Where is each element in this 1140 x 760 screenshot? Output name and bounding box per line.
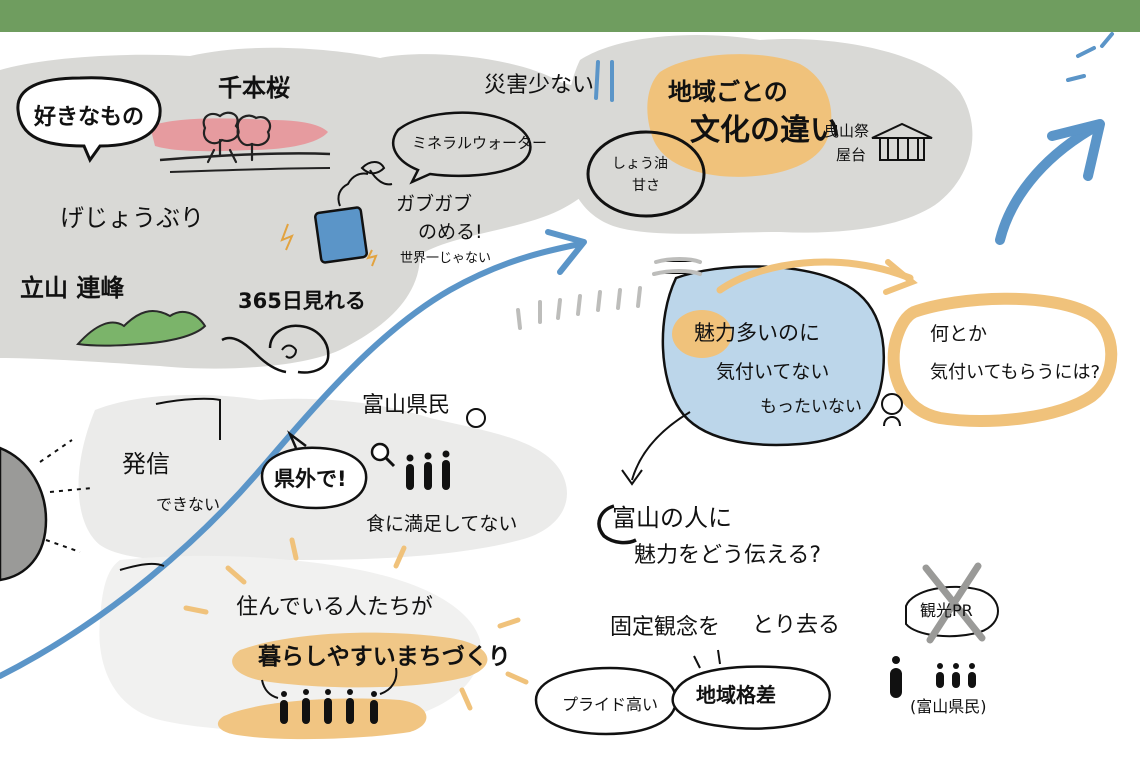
shoyu-circle	[586, 130, 706, 218]
people-icons-bottomright	[890, 656, 976, 698]
label-attractive-3: もったいない	[760, 397, 862, 417]
label-notice-2: 気付いてもらうには?	[930, 362, 1100, 383]
bubble-chiiki-tail	[693, 649, 721, 669]
arrow-blue-diagonal-head	[545, 229, 587, 275]
label-attractive-2: 気付いてない	[716, 361, 829, 383]
ground-line-sakura-2	[169, 167, 331, 173]
bracket-toyama	[597, 504, 637, 545]
person-sketch-365	[221, 324, 330, 374]
label-chiiki: 地域格差	[696, 683, 776, 707]
label-toyama-people-2: 魅力をどう伝える?	[634, 543, 821, 568]
orange-rays	[183, 537, 529, 711]
label-kotei-2: とり去る	[752, 613, 840, 638]
top-banner	[0, 0, 1140, 32]
sparkle-icons	[280, 223, 378, 267]
label-shoyu-2: 甘さ	[632, 178, 660, 194]
label-kengai: 県外で!	[274, 467, 347, 491]
label-kenmin-bottom: (富山県民)	[910, 697, 987, 716]
bubble-chiiki	[671, 665, 831, 730]
label-toyama-people-1: 富山の人に	[612, 504, 732, 532]
label-saigai: 災害少ない	[484, 73, 594, 98]
label-attractive-1: 魅力多いのに	[694, 321, 820, 345]
label-favorite-things: 好きなもの	[33, 104, 144, 130]
dotted-arrows-left	[39, 439, 93, 553]
sakura-trees-sketch	[202, 111, 272, 164]
label-shoyu-1: しょう油	[612, 156, 668, 172]
label-gabugabu: ガブガブ	[396, 192, 472, 215]
label-yatai-2: 屋台	[836, 146, 866, 164]
label-365: 365日見れる	[238, 289, 366, 313]
arrow-hasshin	[155, 397, 221, 440]
speech-bubble-kengai-tail	[287, 430, 307, 449]
label-nomeru: のめる!	[418, 221, 483, 243]
orange-spot-attractive	[672, 310, 732, 358]
label-pride: プライド高い	[562, 695, 658, 714]
people-icons-kenmin	[406, 450, 450, 490]
label-mineral-water: ミネラルウォーター	[412, 134, 547, 152]
face-icon-small-body	[883, 416, 901, 427]
label-notice-1: 何とか	[930, 323, 987, 345]
arrow-blue-diagonal	[0, 241, 583, 679]
arrow-blue-topright-head	[1047, 119, 1105, 181]
label-sumu-1: 住んでいる人たちが	[236, 595, 433, 620]
bottle-sketch	[314, 161, 393, 264]
ground-line-sakura	[159, 152, 331, 162]
arrow-blue-topright	[995, 125, 1095, 245]
gray-circle-left	[0, 446, 48, 582]
label-tateyama: 立山 連峰	[20, 274, 124, 302]
label-culture-2: 文化の違い	[690, 113, 840, 148]
raised-arm-left	[261, 679, 279, 699]
arrow-orange-head	[883, 259, 918, 295]
magnifier-icon-handle	[384, 456, 396, 468]
label-gejouburi: げじょうぶり	[60, 204, 204, 232]
label-shoku: 食に満足してない	[366, 513, 517, 535]
arrow-thin-down-head	[621, 469, 643, 486]
emphasis-marks-blue	[594, 32, 1114, 102]
label-sumu-2: 暮らしやすいまちづくり	[257, 644, 511, 670]
orange-blob-notice	[887, 292, 1118, 428]
chat-icon-kenmin	[466, 408, 486, 428]
speech-bubble-kengai	[260, 446, 368, 510]
label-senbonzakura: 千本桜	[218, 74, 290, 102]
person-face-365	[281, 344, 298, 359]
speech-bubble-water	[392, 111, 532, 185]
speech-bubble-favorite	[16, 76, 162, 164]
face-icon-small	[881, 393, 903, 415]
label-hasshin-1: 発信	[122, 450, 170, 478]
yatai-icon	[871, 122, 933, 161]
green-mountains	[76, 310, 207, 347]
orange-blob-culture	[647, 54, 832, 177]
label-toyama-kenmin: 富山県民	[362, 393, 450, 418]
blue-blob-attractive	[661, 265, 885, 447]
label-kanko-pr: 観光PR	[920, 601, 973, 620]
raised-arm-right	[379, 667, 398, 695]
label-hasshin-2: できない	[156, 495, 220, 514]
label-culture-1: 地域ごとの	[668, 78, 788, 106]
label-yatai-1: 曳山祭	[824, 122, 869, 140]
gray-scribbles	[516, 257, 702, 330]
arrow-orange-curve	[716, 258, 914, 294]
people-icons-sumu	[280, 689, 378, 724]
label-kotei-1: 固定観念を	[610, 615, 720, 640]
arrow-hasshin-back	[119, 562, 165, 571]
label-sekaiichi: 世界一じゃない	[400, 251, 491, 266]
orange-brush-sumu	[232, 632, 488, 688]
cross-mark-kanko	[922, 562, 986, 644]
magnifier-icon	[370, 442, 390, 462]
arrow-thin-down	[631, 411, 691, 481]
